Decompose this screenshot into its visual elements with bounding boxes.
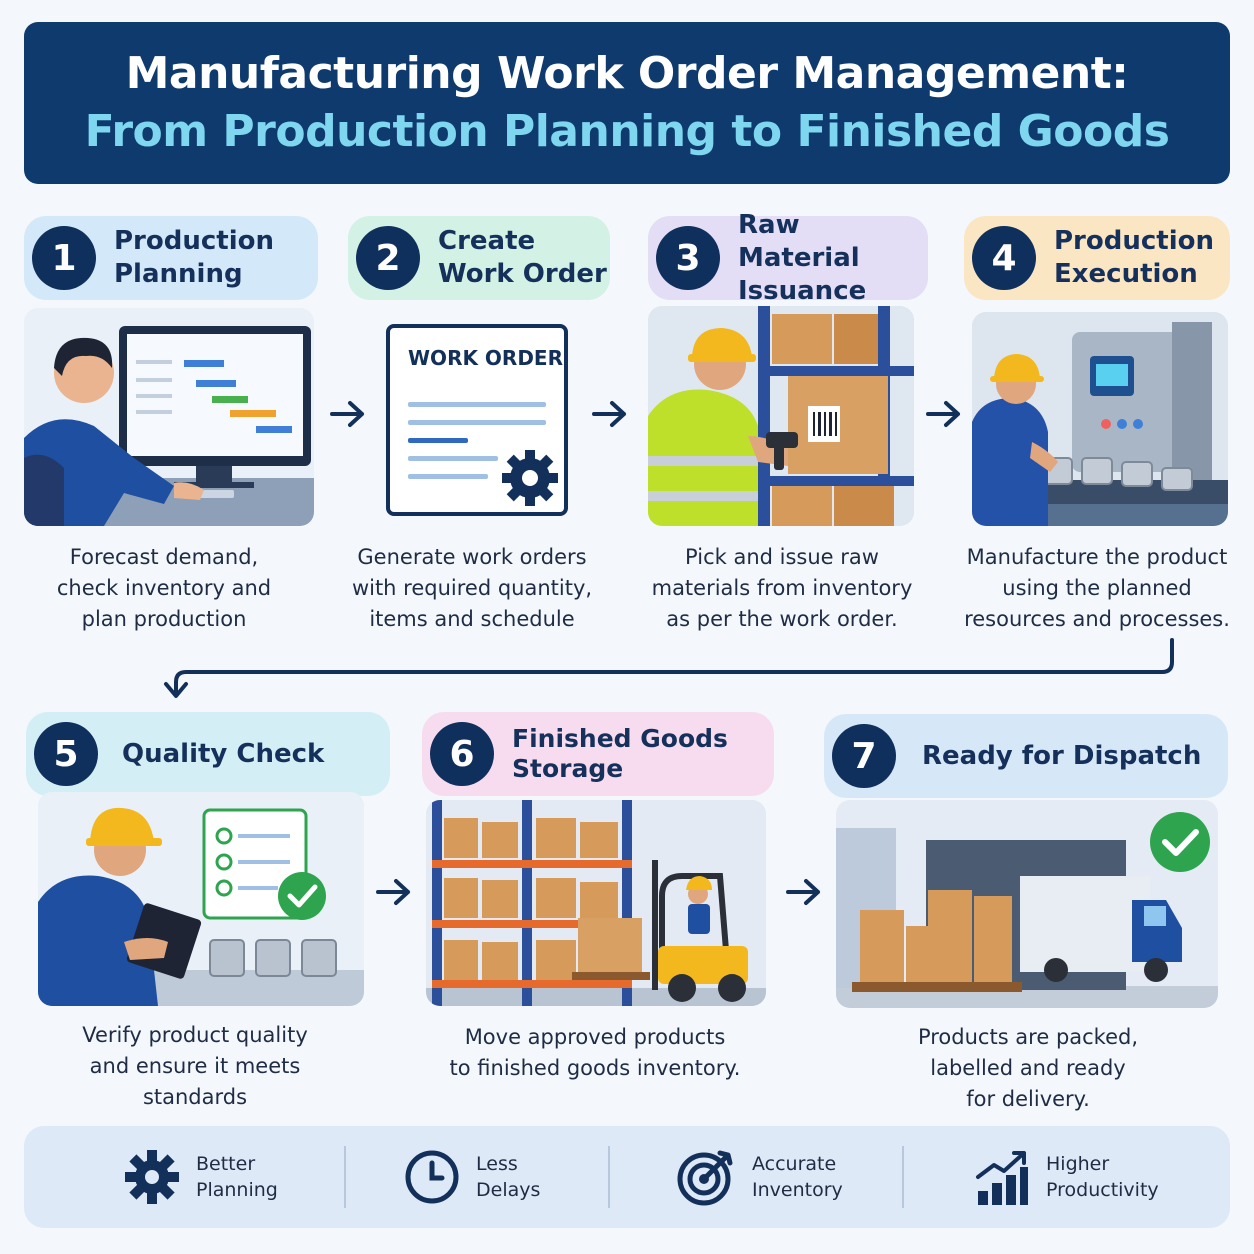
step-3-pill: 3 Raw Material Issuance: [648, 210, 928, 306]
step-4-pill: 4 Production Execution: [964, 216, 1230, 300]
step-4-description: Manufacture the product using the planne…: [964, 545, 1230, 631]
benefit-label: Higher Productivity: [1046, 1153, 1159, 1201]
step-2-title: Create Work Order: [438, 226, 607, 289]
step-1-description: Forecast demand, check inventory and pla…: [56, 545, 272, 631]
step-6-description: Move approved products to finished goods…: [449, 1025, 741, 1080]
forklift-icon: [426, 800, 766, 1006]
step-1-title: Production Planning: [114, 226, 274, 289]
benefit-better-planning: Better Planning: [124, 1126, 278, 1228]
step-5-description: Verify product quality and ensure it mee…: [82, 1023, 308, 1109]
truck-icon: [836, 800, 1218, 1008]
step-3-description: Pick and issue raw materials from invent…: [651, 545, 913, 631]
page-title: Manufacturing Work Order Management:: [125, 48, 1129, 99]
step-1-pill: 1 Production Planning: [24, 216, 318, 300]
arrow-right-icon: [926, 401, 960, 427]
benefits-bar: Better Planning Less Delays Accurate Inv…: [24, 1126, 1230, 1228]
benefit-divider: [344, 1146, 346, 1208]
step-2-number: 2: [356, 226, 420, 290]
step-4-title: Production Execution: [1054, 226, 1214, 289]
computer-planning-icon: [24, 308, 314, 526]
connector-arrow-icon: [164, 638, 1174, 698]
clock-icon: [405, 1150, 459, 1204]
benefit-label: Accurate Inventory: [752, 1153, 843, 1201]
arrow-right-icon: [592, 401, 626, 427]
benefit-less-delays: Less Delays: [404, 1126, 540, 1228]
arrow-right-icon: [786, 879, 820, 905]
page-header: Manufacturing Work Order Management: Fro…: [24, 22, 1230, 184]
page-subtitle: From Production Planning to Finished Goo…: [84, 106, 1170, 157]
step-1-number: 1: [32, 226, 96, 290]
arrow-right-icon: [330, 401, 364, 427]
step-7-title: Ready for Dispatch: [922, 740, 1202, 771]
step-7-description: Products are packed, labelled and ready …: [917, 1025, 1139, 1111]
step-6-title: Finished Goods Storage: [512, 724, 728, 783]
benefit-label: Less Delays: [476, 1153, 541, 1201]
step-2-pill: 2 Create Work Order: [348, 216, 610, 300]
benefit-accurate-inventory: Accurate Inventory: [676, 1126, 843, 1228]
work-order-heading: WORK ORDER: [408, 346, 563, 370]
benefit-higher-productivity: Higher Productivity: [974, 1126, 1159, 1228]
step-6-pill: 6 Finished Goods Storage: [422, 712, 774, 796]
step-3-number: 3: [656, 226, 720, 290]
bar-chart-growth-icon: [976, 1151, 1028, 1205]
step-5-title: Quality Check: [122, 738, 325, 769]
step-7-pill: 7 Ready for Dispatch: [824, 714, 1228, 798]
machine-icon: [972, 312, 1228, 526]
step-3-title: Raw Material Issuance: [738, 209, 867, 306]
step-2-description: Generate work orders with required quant…: [351, 545, 593, 631]
benefit-divider: [902, 1146, 904, 1208]
arrow-right-icon: [376, 879, 410, 905]
benefit-label: Better Planning: [196, 1153, 278, 1201]
checklist-icon: [38, 792, 364, 1006]
benefit-divider: [608, 1146, 610, 1208]
step-7-number: 7: [832, 724, 896, 788]
work-order-document-icon: WORK ORDER: [386, 324, 570, 518]
step-5-number: 5: [34, 722, 98, 786]
barcode-scanner-icon: [648, 306, 914, 526]
gear-icon: [125, 1150, 179, 1204]
step-4-number: 4: [972, 226, 1036, 290]
step-6-number: 6: [430, 722, 494, 786]
step-5-pill: 5 Quality Check: [26, 712, 390, 796]
target-icon: [677, 1150, 733, 1206]
